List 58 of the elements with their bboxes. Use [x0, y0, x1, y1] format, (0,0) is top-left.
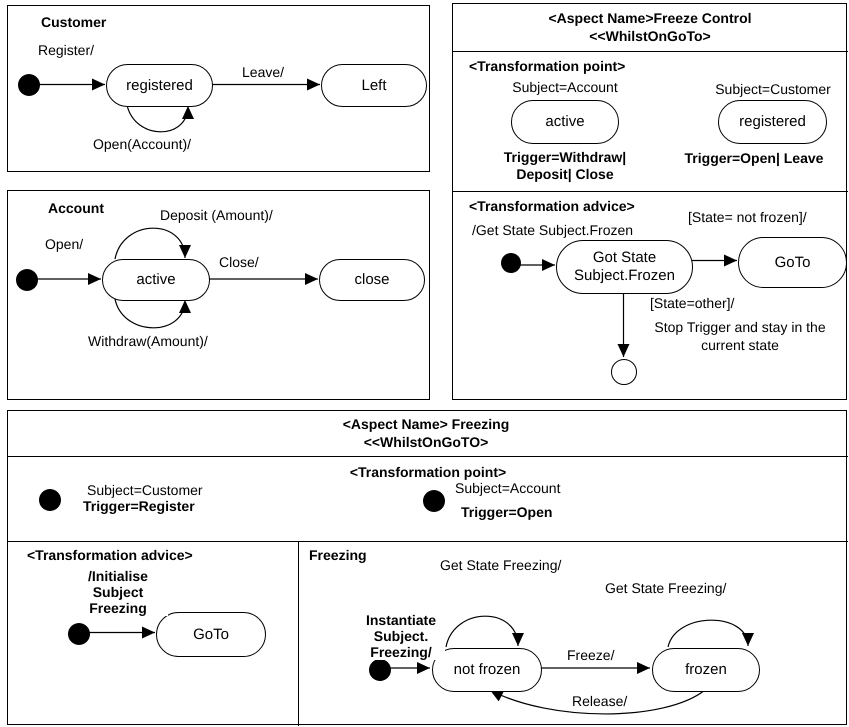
panel-title: <Aspect Name>Freeze Control <<WhilstOnGoTo>: [547, 9, 753, 45]
annotation-text: Subject=Customer: [714, 81, 832, 98]
state-box: registered: [106, 64, 213, 107]
transition-arrow: [39, 78, 105, 90]
panel-title: Customer: [41, 13, 106, 31]
transition-arrow: [618, 292, 630, 357]
state-box: frozen: [652, 648, 760, 692]
state-box: GoTo: [156, 612, 266, 657]
state-box: active: [102, 259, 210, 301]
transition-arrow: [389, 662, 430, 674]
transition-arrow: [89, 626, 155, 638]
annotation-text: Trigger=Open| Leave: [684, 150, 824, 167]
transition-arrow: [520, 259, 555, 271]
annotation-text: Subject=Account: [455, 480, 560, 497]
edge-label: /Get State Subject.Frozen: [472, 222, 634, 238]
edge-label: Register/: [38, 42, 94, 58]
state-box: registered: [718, 100, 827, 144]
edge-label: [State=other]/: [650, 295, 734, 311]
transition-arrow: [212, 78, 320, 90]
annotation-text: Trigger=Open: [461, 504, 552, 521]
transition-arrow: [114, 298, 190, 328]
compartment-title: Freezing: [309, 546, 367, 564]
transition-arrow: [692, 254, 737, 266]
edge-label: Deposit (Amount)/: [160, 207, 273, 223]
annotation-text: Trigger=Withdraw| Deposit| Close: [502, 149, 628, 183]
edge-label: Open/: [45, 236, 84, 252]
compartment-title: <Transformation advice>: [469, 197, 635, 215]
transition-arrow: [209, 273, 318, 285]
state-box: Got State Subject.Frozen: [556, 240, 693, 294]
state-box: close: [319, 259, 425, 301]
transition-arrow: [667, 620, 752, 648]
annotation-text: Subject=Account: [511, 79, 619, 96]
edge-label: [State= not frozen]/: [688, 209, 807, 225]
edge-label: Withdraw(Amount)/: [88, 333, 208, 349]
compartment-title: <Transformation advice>: [27, 546, 193, 564]
state-box: Left: [321, 64, 427, 107]
state-box: active: [511, 100, 619, 144]
transition-arrow: [126, 104, 192, 132]
note-text: Stop Trigger and stay in the current state: [653, 318, 827, 354]
transition-arrow: [114, 228, 190, 260]
transition-arrow: [445, 616, 522, 648]
annotation-text: Trigger=Register: [83, 498, 195, 515]
edge-label: Close/: [219, 254, 259, 270]
edge-label: Freeze/: [567, 647, 614, 663]
state-box: not frozen: [432, 648, 542, 692]
panel-title: Account: [48, 199, 104, 217]
compartment-title: <Transformation point>: [469, 57, 626, 75]
state-box: GoTo: [738, 237, 847, 288]
edge-label: Get State Freezing/: [605, 580, 726, 596]
compartment-title: <Transformation point>: [348, 463, 508, 481]
edge-label: Release/: [572, 693, 628, 709]
edge-label: Get State Freezing/: [440, 557, 562, 573]
transition-arrow: [37, 273, 101, 285]
panel-title: <Aspect Name> Freezing <<WhilstOnGoTO>: [342, 415, 510, 451]
annotation-text: Subject=Customer: [87, 482, 203, 499]
edge-label: Open(Account)/: [93, 136, 192, 152]
transition-arrow: [540, 662, 650, 674]
edge-label: Leave/: [242, 64, 284, 80]
